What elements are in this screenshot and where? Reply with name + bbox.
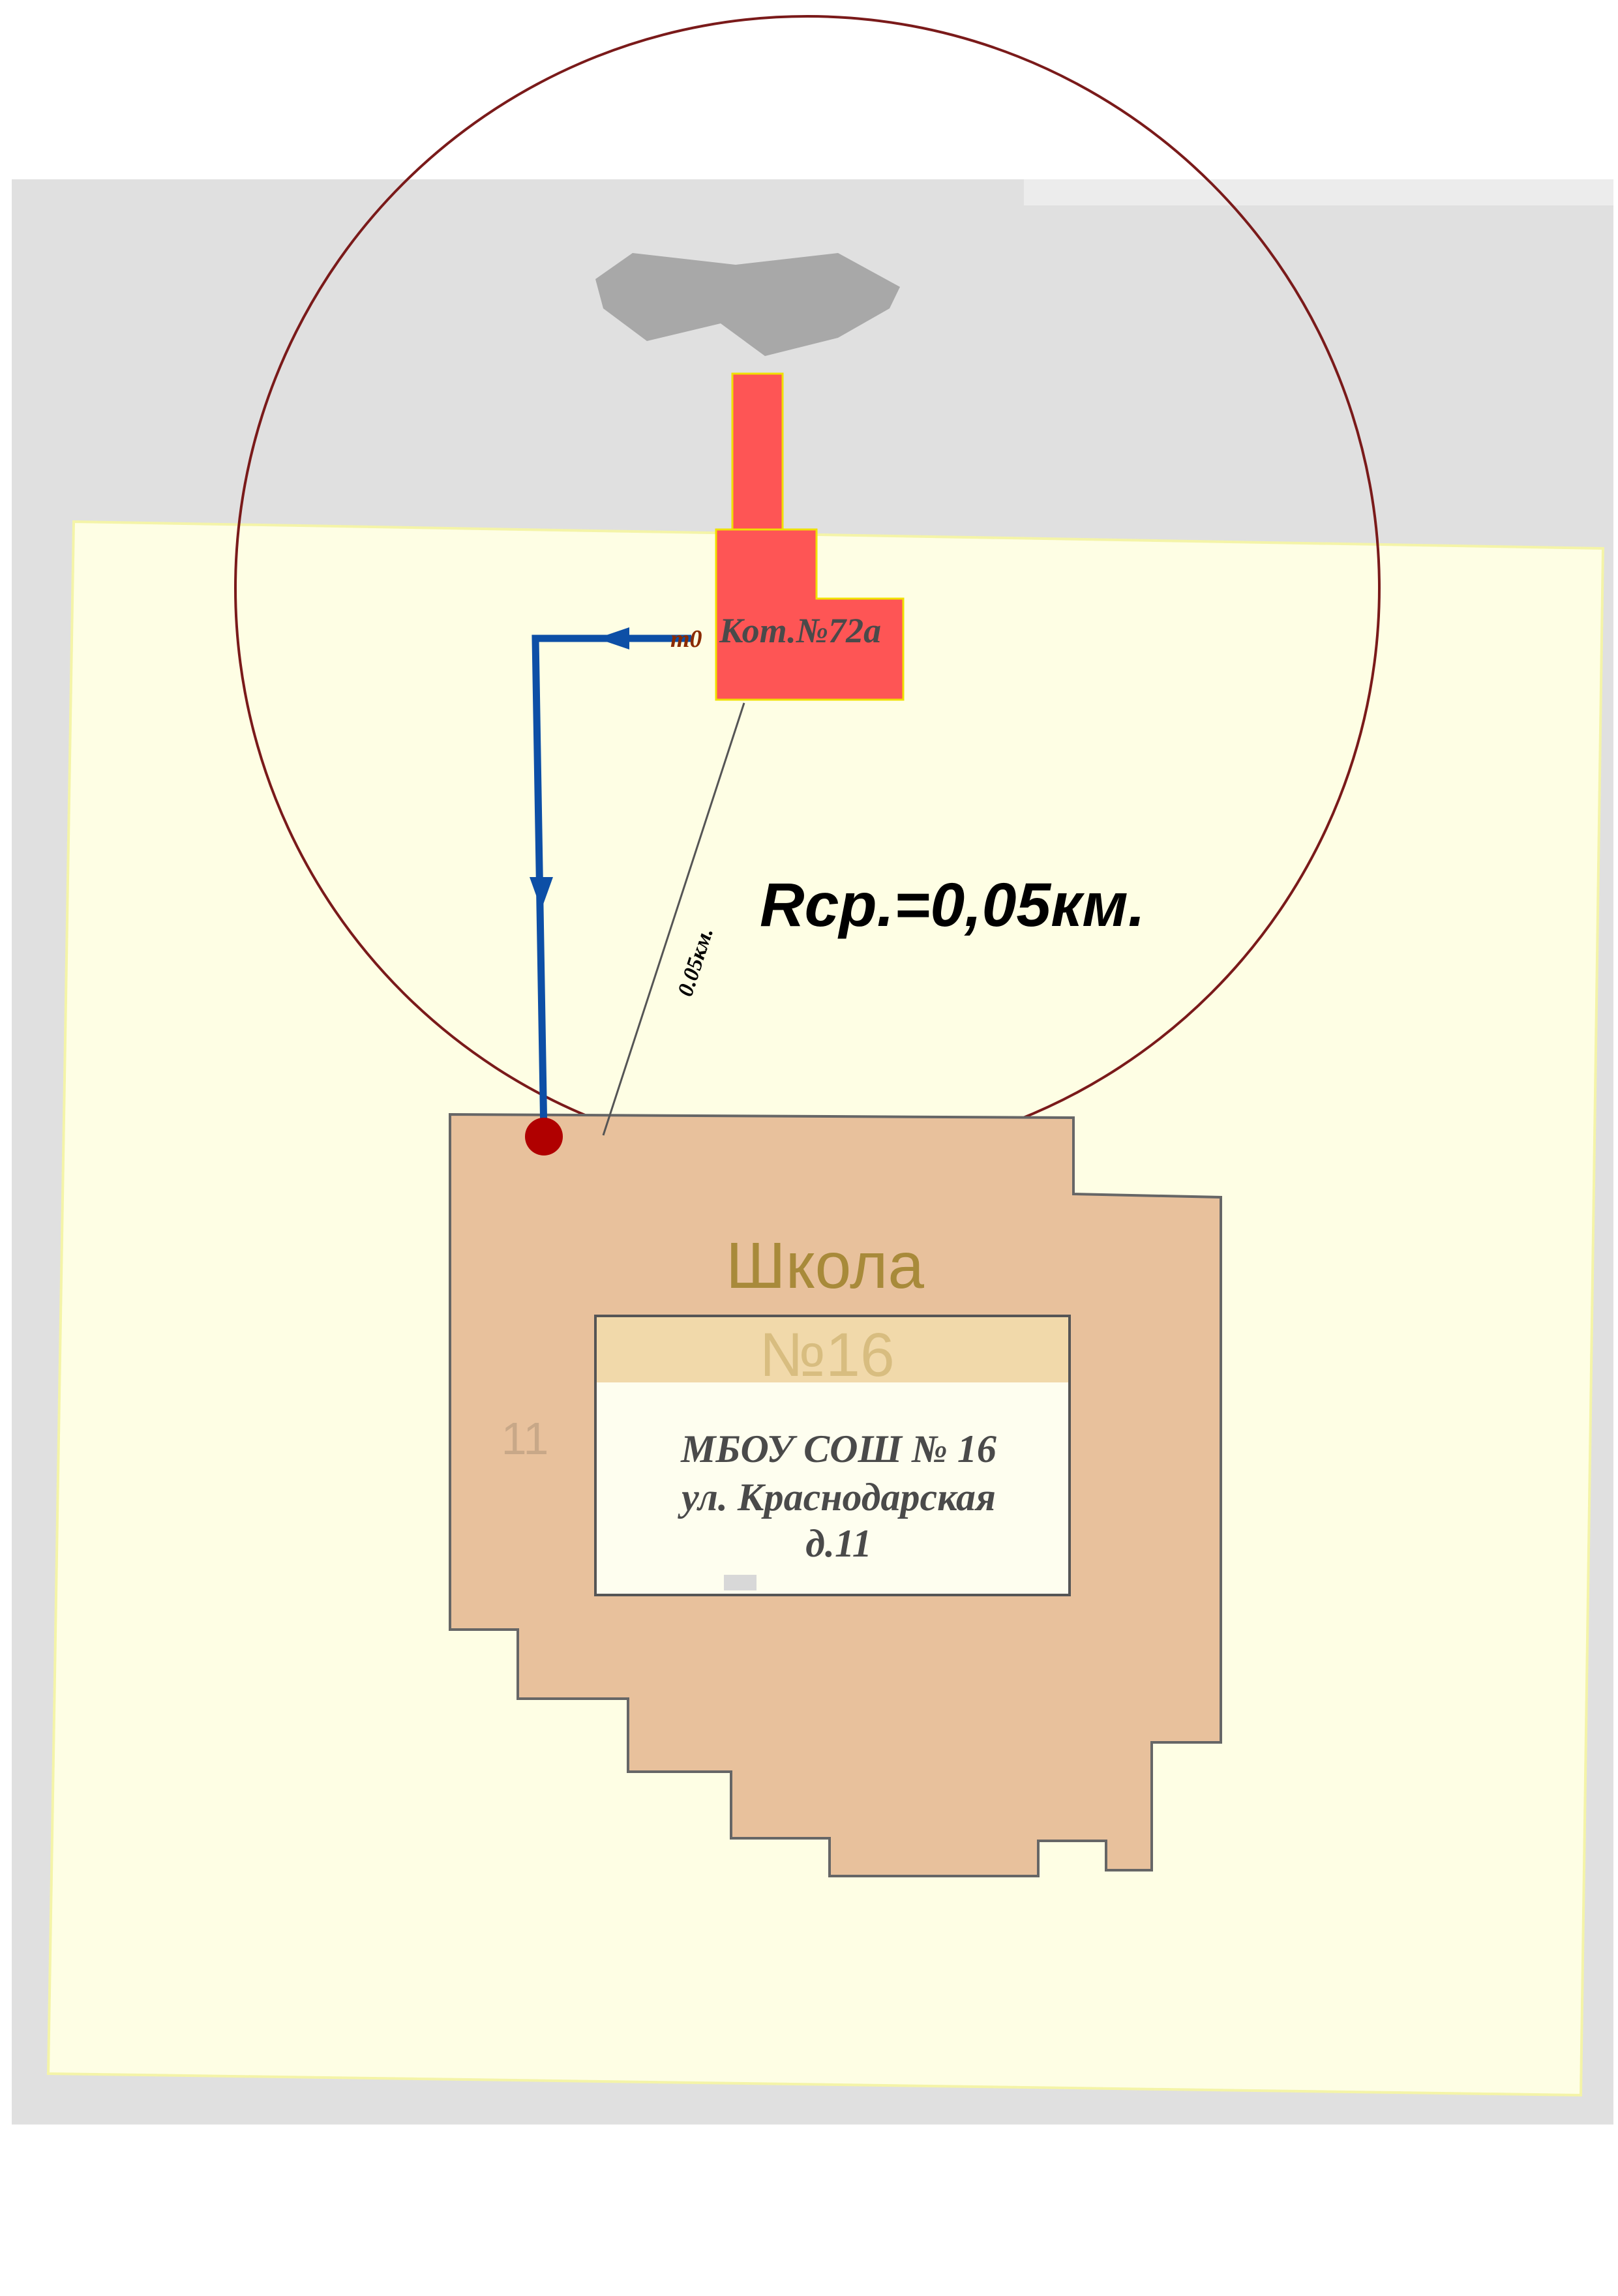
boiler-house[interactable] [715,372,905,701]
info-box-band [597,1317,1068,1382]
gray-structure [595,253,900,356]
school-info-line2: ул. Краснодарская [678,1476,996,1519]
boiler-label: Кот.№72а [719,611,881,650]
school-info-line1: МБОУ СОШ № 16 [680,1427,996,1470]
building-title: Школа [726,1229,924,1302]
building-number: №16 [759,1320,895,1390]
pipe-label: т0 [670,625,702,653]
map-noise-strip [1024,179,1613,205]
school-info-line3: д.11 [805,1522,871,1565]
radius-label: Rср.=0,05км. [760,871,1145,940]
house-number: 11 [502,1413,549,1464]
flow-arrow-icon [530,877,553,910]
heat-pipe[interactable] [530,627,691,1137]
consumer-point[interactable] [525,1118,563,1155]
small-marker [724,1575,757,1590]
flow-arrow-icon [597,627,629,649]
distance-line [602,702,745,1136]
